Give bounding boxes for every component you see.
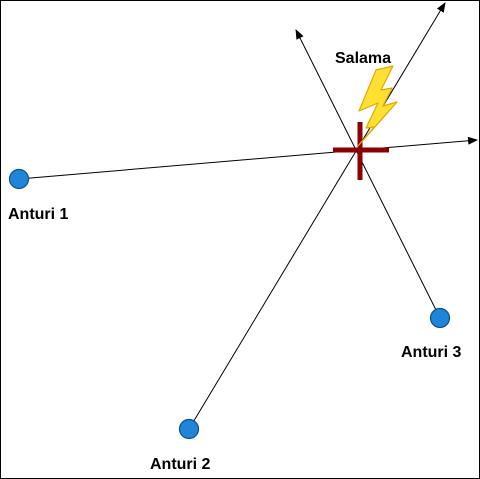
cross-icon — [333, 122, 389, 180]
lightning-bolt-icon — [357, 65, 398, 147]
bearing-line-sensor-2 — [188, 2, 446, 430]
sensor-1-label: Anturi 1 — [8, 206, 69, 223]
sensor-3-marker — [429, 307, 451, 329]
lightning-label: Salama — [335, 50, 391, 67]
bearing-line-sensor-1 — [18, 136, 478, 180]
sensor-2-label: Anturi 2 — [150, 456, 211, 473]
bearing-line-sensor-3 — [295, 29, 441, 319]
sensor-3-label: Anturi 3 — [401, 344, 462, 361]
sensor-1-marker — [8, 168, 30, 190]
sensor-2-marker — [178, 418, 200, 440]
